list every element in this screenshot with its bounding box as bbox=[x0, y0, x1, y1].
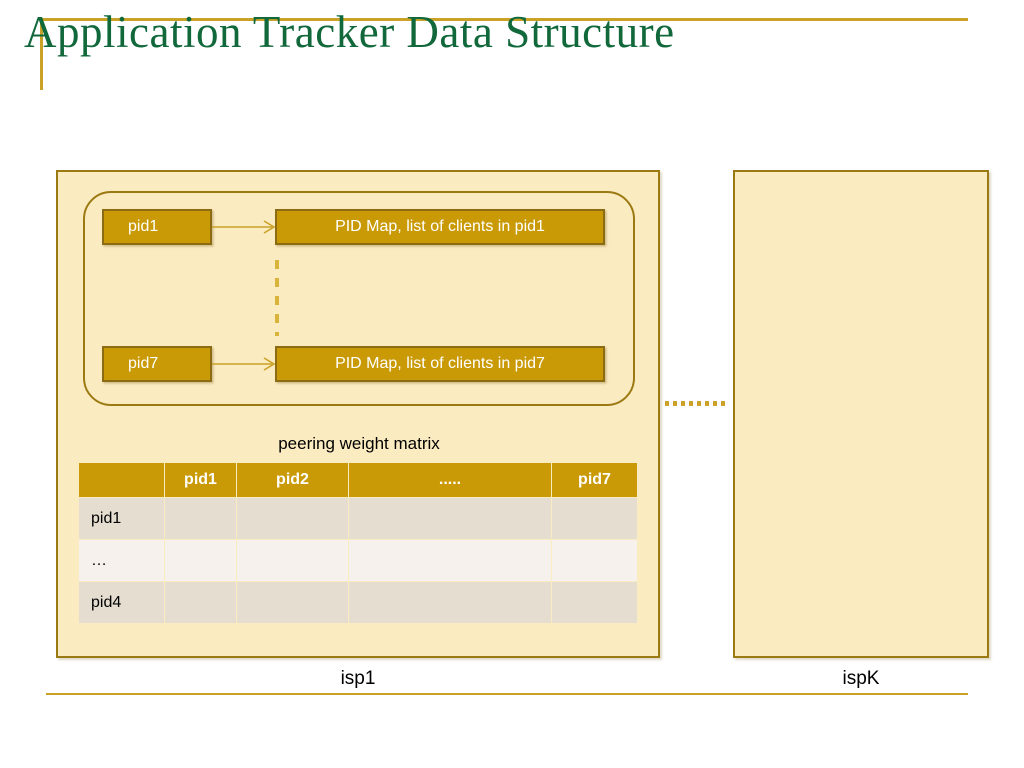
matrix-row-label-pid4: pid4 bbox=[78, 581, 165, 624]
arrow-pid1-icon bbox=[212, 220, 276, 234]
matrix-cell[interactable] bbox=[551, 581, 638, 624]
table-header-row: pid1 pid2 ..... pid7 bbox=[78, 462, 638, 498]
table-row: … bbox=[78, 539, 638, 582]
isp1-caption: isp1 bbox=[340, 668, 376, 689]
matrix-col-header-ellipsis: ..... bbox=[348, 462, 552, 498]
matrix-cell[interactable] bbox=[348, 581, 552, 624]
matrix-col-header-pid2: pid2 bbox=[236, 462, 349, 498]
matrix-cell[interactable] bbox=[348, 539, 552, 582]
matrix-cell[interactable] bbox=[236, 581, 349, 624]
ispk-panel bbox=[733, 170, 989, 658]
matrix-cell[interactable] bbox=[551, 539, 638, 582]
matrix-cell[interactable] bbox=[164, 539, 237, 582]
matrix-cell[interactable] bbox=[164, 581, 237, 624]
matrix-caption: peering weight matrix bbox=[278, 434, 440, 453]
pid-key-box-1[interactable]: pid1 bbox=[102, 209, 212, 245]
matrix-corner-header bbox=[78, 462, 165, 498]
arrow-pid7-icon bbox=[212, 357, 276, 371]
matrix-col-header-pid1: pid1 bbox=[164, 462, 237, 498]
isp1-panel: pid1 PID Map, list of clients in pid1 pi… bbox=[56, 170, 660, 658]
title-rule-frame bbox=[40, 18, 968, 90]
matrix-col-header-pid7: pid7 bbox=[551, 462, 638, 498]
horizontal-ellipsis-icon bbox=[665, 401, 725, 406]
pid-map-box-7[interactable]: PID Map, list of clients in pid7 bbox=[275, 346, 605, 382]
ispk-caption: ispK bbox=[842, 668, 880, 689]
matrix-cell[interactable] bbox=[348, 497, 552, 540]
pid-map-box-1[interactable]: PID Map, list of clients in pid1 bbox=[275, 209, 605, 245]
page-title: Application Tracker Data Structure bbox=[24, 7, 675, 57]
matrix-cell[interactable] bbox=[236, 539, 349, 582]
matrix-row-label-pid1: pid1 bbox=[78, 497, 165, 540]
matrix-row-label-ellipsis: … bbox=[78, 539, 165, 582]
footer-rule bbox=[46, 693, 968, 695]
table-row: pid4 bbox=[78, 581, 638, 624]
matrix-cell[interactable] bbox=[236, 497, 349, 540]
vertical-ellipsis-icon bbox=[275, 260, 279, 336]
matrix-cell[interactable] bbox=[164, 497, 237, 540]
peering-weight-matrix-table: pid1 pid2 ..... pid7 pid1 … bbox=[78, 462, 638, 624]
matrix-cell[interactable] bbox=[551, 497, 638, 540]
pid-map-container bbox=[83, 191, 635, 406]
table-row: pid1 bbox=[78, 497, 638, 540]
pid-key-box-7[interactable]: pid7 bbox=[102, 346, 212, 382]
